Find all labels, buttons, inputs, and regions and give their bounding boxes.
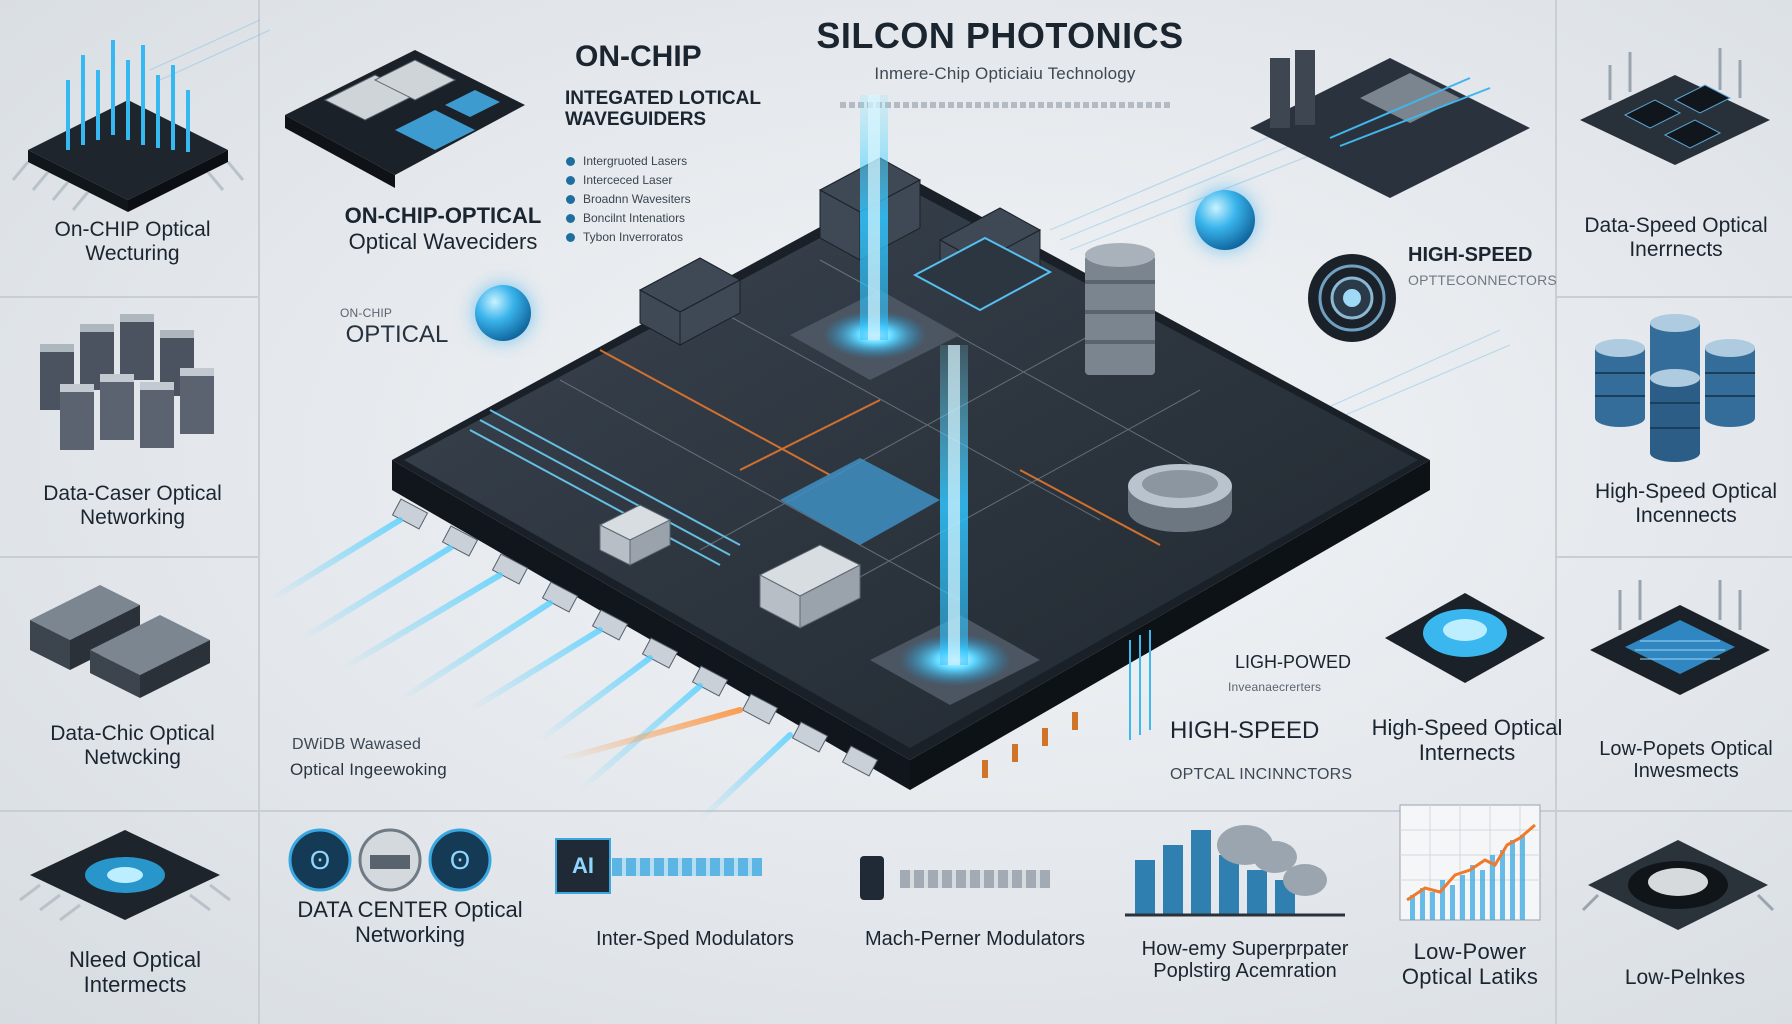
bottom-item-1-title: DATA CENTER Optical Networking: [297, 897, 523, 947]
page-subtitle: Inmere-Chip Opticiaiu Technology: [874, 64, 1136, 83]
right-divider: [1555, 0, 1557, 1024]
row-divider-1: [0, 296, 258, 298]
chip-pin-icon: [11, 40, 245, 212]
globe-icon: ʘ ʘ: [288, 828, 492, 892]
bullet-item: Interceced Laser: [566, 173, 691, 187]
bullet-item: Intergruoted Lasers: [566, 154, 691, 168]
page-title: SILCON PHOTONICS: [816, 15, 1184, 56]
bottom-item-3-title: Mach-Perner Modulators: [864, 928, 1086, 950]
right-item-1-title: Data-Speed Optical Inerrnects: [1584, 214, 1768, 261]
bottom-item-2-title: Inter-Sped Modulators: [596, 928, 794, 950]
ai-badge-text: AI: [572, 853, 594, 878]
processor-icon: [1385, 593, 1545, 683]
signal-bar-icon: [612, 858, 762, 876]
optcal-incinnctors-label: OPTCAL INCINNCTORS: [1170, 766, 1353, 783]
waveguides-heading: INTEGATED LOTICAL WAVEGUIDERS: [565, 88, 761, 131]
svg-text:ʘ: ʘ: [310, 845, 330, 875]
on-chip-optical-heading: ON-CHIP-OPTICAL: [344, 203, 542, 228]
bottom-item-4-title: How-emy Superprpater Poplstirg Acemratio…: [1141, 938, 1349, 983]
left-item-2-title: Data-Caser Optical Networking: [43, 482, 222, 529]
high-speed-internects-label: High-Speed Optical Internects: [1371, 715, 1563, 765]
left-divider: [258, 0, 260, 1024]
right-item-2-title: High-Speed Optical Incennects: [1594, 480, 1778, 527]
right-item-4-title: Low-Pelnkes: [1624, 966, 1746, 989]
right-item-3-title: Low-Popets Optical Inwesmects: [1599, 738, 1773, 783]
signal-bar-icon: [900, 870, 1050, 888]
subtitle-noise: [840, 102, 1170, 108]
optical-ingeewoking-label: Optical Ingeewoking: [290, 760, 447, 779]
ingeewoking-top-label: DWiDB Wawased: [292, 736, 422, 753]
bullet-item: Broadnn Wavesiters: [566, 192, 691, 206]
ai-badge: AI: [555, 838, 611, 894]
line-graph-icon: [1399, 804, 1541, 921]
on-chip-heading: ON-CHIP: [575, 40, 702, 73]
phone-device-icon: [860, 856, 884, 900]
waveguide-board-icon: [1250, 50, 1530, 198]
cloud-icon: [1125, 825, 1345, 917]
left-item-3-title: Data-Chic Optical Netwcking: [50, 722, 215, 769]
left-item-1-title: On-CHIP Optical Wecturing: [54, 218, 211, 265]
optical-lens-icon: [1308, 254, 1396, 342]
ligh-powed-sub: Inveanaecrerters: [1228, 680, 1322, 694]
svg-text:ʘ: ʘ: [450, 845, 470, 875]
chip-pin-icon: [1580, 48, 1770, 165]
left-item-4-title: Nleed Optical Intermects: [68, 947, 202, 997]
optteconnectors-label: OPTTECONNECTORS: [1408, 272, 1557, 288]
row-divider-r2: [1555, 556, 1792, 558]
photon-sphere-left: [475, 285, 531, 341]
bullet-item: Tybon Inverroratos: [566, 230, 691, 244]
bottom-item-5-title: Low-Power Optical Latiks: [1401, 939, 1539, 989]
optical-small-label: OPTICAL: [345, 321, 449, 348]
row-divider-r1: [1555, 296, 1792, 298]
ligh-powed-label: LIGH-POWED: [1234, 652, 1351, 672]
processor-icon: [1590, 580, 1770, 695]
feature-bullet-list: Intergruoted Lasers Interceced Laser Bro…: [566, 154, 691, 249]
optical-waveguiders-label: Optical Waveciders: [348, 229, 538, 254]
data-block-icon: [30, 585, 210, 698]
high-speed-right-heading: HIGH-SPEED: [1408, 244, 1533, 266]
row-divider-2: [0, 556, 258, 558]
server-rack-icon: [40, 314, 214, 450]
lens-icon: [1581, 840, 1775, 930]
photon-sphere-right: [1195, 190, 1255, 250]
high-speed-mid-heading: HIGH-SPEED: [1170, 717, 1320, 744]
waveguide-board-icon: [285, 50, 525, 188]
processor-icon: [19, 830, 231, 922]
database-stack-icon: [1595, 314, 1755, 462]
row-divider-3: [0, 810, 1792, 812]
bullet-item: Boncilnt Intenatiors: [566, 211, 691, 225]
optical-small-prefix: ON-CHIP: [340, 306, 393, 320]
